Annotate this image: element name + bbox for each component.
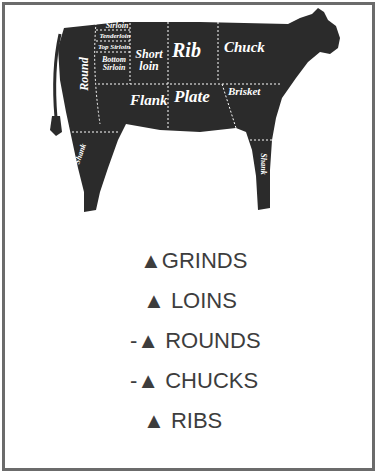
- cut-list-item: -▲ ROUNDS: [130, 330, 261, 352]
- cut-line: [95, 23, 100, 124]
- cut-list-item: ▲GRINDS: [140, 250, 247, 272]
- cut-label: Sirloin: [100, 22, 134, 30]
- tail-tuft: [50, 116, 62, 136]
- cut-line: [250, 140, 272, 141]
- cut-label: Brisket: [228, 86, 260, 97]
- cut-label: Plate: [174, 88, 210, 105]
- cut-label: Short loin: [131, 48, 167, 72]
- cut-line: [72, 132, 118, 133]
- cut-label: Chuck: [224, 40, 265, 55]
- cut-line: [96, 52, 130, 53]
- cut-list-item: -▲ CHUCKS: [130, 370, 258, 392]
- cut-lines: [72, 22, 280, 140]
- cut-list-item: ▲ LOINS: [143, 290, 237, 312]
- cut-label: Tenderloin: [97, 33, 133, 40]
- cut-line: [98, 84, 280, 85]
- cut-label: Rib: [172, 40, 201, 60]
- cut-label: Flank: [130, 93, 168, 108]
- cut-line: [218, 22, 219, 82]
- cut-label: Top Sirloin: [96, 44, 132, 51]
- cut-list-item: ▲ RIBS: [143, 410, 222, 432]
- cow-silhouette: [58, 8, 340, 212]
- cut-label: Round: [78, 54, 90, 94]
- cow-tail: [55, 34, 60, 118]
- cut-line: [96, 41, 130, 42]
- cut-label: Shank: [259, 153, 267, 174]
- cut-line: [168, 22, 169, 130]
- cut-label: Bottom Sirloin: [98, 56, 130, 72]
